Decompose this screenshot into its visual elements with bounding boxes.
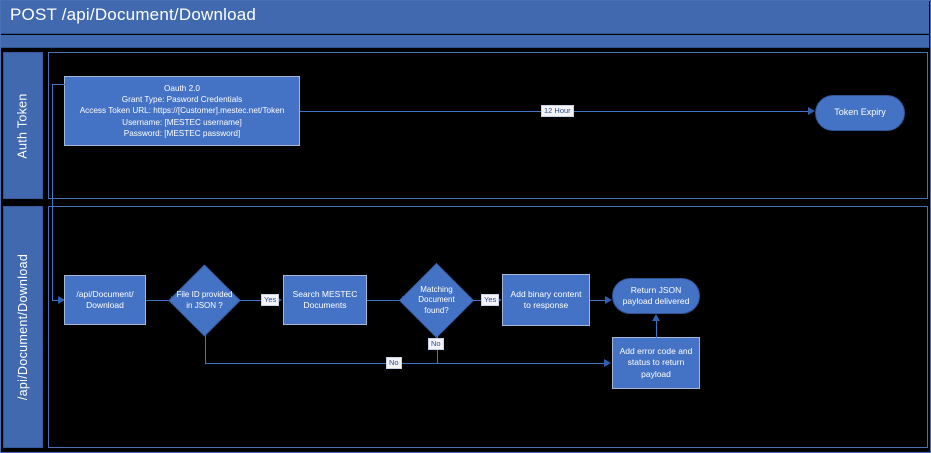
arrow-head-return (605, 296, 612, 304)
arrow-head-expiry (808, 107, 815, 115)
connector-binary-to-return (590, 300, 607, 301)
node-error-line3: payload (641, 368, 671, 379)
node-return-line2: payload delivered (622, 296, 690, 306)
oauth-line-grant-type: Grant Type: Pasword Credentials (121, 95, 243, 105)
oauth-line-password: Password: [MESTEC password] (123, 128, 241, 138)
connector-fileid-yes (230, 300, 280, 301)
node-error-line1: Add error code and (619, 345, 693, 356)
node-match-line1: Matching (420, 284, 453, 294)
node-token-expiry[interactable]: Token Expiry (815, 95, 905, 131)
node-decision-file-id-provided[interactable]: File ID provided in JSON ? (168, 264, 241, 337)
node-oauth-config[interactable]: Oauth 2.0 Grant Type: Pasword Credential… (64, 76, 300, 146)
connector-oauth-exit-h (52, 84, 65, 85)
swimlane-label-api-document-download-text: /api/Document/Download (16, 253, 31, 401)
node-token-expiry-label: Token Expiry (834, 107, 886, 118)
header-subbar (1, 35, 929, 48)
node-return-line1: Return JSON (630, 284, 682, 295)
node-request-line1: /api/Document/ (76, 288, 134, 299)
edge-label-fileid-no: No (386, 357, 402, 369)
node-return-json-payload[interactable]: Return JSON payload delivered (612, 278, 700, 314)
connector-oauth-to-request-v (52, 84, 53, 300)
connector-fileid-no-v (205, 326, 206, 363)
diagram-header-bar (1, 1, 929, 34)
node-error-line2: status to return (627, 357, 685, 368)
edge-label-match-yes: Yes (481, 294, 500, 306)
connector-error-to-return (656, 320, 657, 338)
edge-label-fileid-yes: Yes (261, 294, 280, 306)
page-title: POST /api/Document/Download (10, 5, 257, 24)
oauth-line-title: Oauth 2.0 (164, 84, 200, 94)
node-match-line2: Document (418, 295, 455, 305)
node-request-line2: Download (86, 300, 124, 310)
connector-fileid-no-h (205, 363, 607, 364)
connector-request-to-fileid (146, 300, 173, 301)
node-binary-line1: Add binary content (510, 288, 582, 299)
arrow-head-return-from-error (652, 314, 660, 321)
node-search-line2: Documents (303, 300, 347, 310)
connector-search-to-match (367, 300, 404, 301)
node-fileid-line2: in JSON ? (186, 300, 223, 310)
node-fileid-line1: File ID provided (176, 290, 233, 300)
node-add-binary-content[interactable]: Add binary content to response (502, 274, 590, 326)
connector-oauth-to-request-h (52, 300, 61, 301)
edge-label-12-hour: 12 Hour (541, 105, 574, 117)
oauth-line-username: Username: [MESTEC username] (122, 117, 242, 127)
node-decision-matching-document-found[interactable]: Matching Document found? (399, 263, 474, 338)
edge-label-match-no: No (428, 338, 444, 350)
node-match-line3: found? (424, 305, 449, 315)
swimlane-label-auth-token: Auth Token (3, 52, 43, 199)
swimlane-label-api-document-download: /api/Document/Download (3, 206, 43, 448)
arrow-head-request (58, 296, 65, 304)
swimlane-body-api-document-download (48, 206, 928, 448)
node-search-mestec-documents[interactable]: Search MESTEC Documents (283, 275, 367, 325)
swimlane-label-auth-token-text: Auth Token (16, 92, 31, 159)
node-api-document-download[interactable]: /api/Document/ Download (64, 275, 146, 325)
node-binary-line2: to response (523, 300, 569, 310)
oauth-line-token-url: Access Token URL: https://[Customer].mes… (79, 106, 285, 116)
node-add-error-code[interactable]: Add error code and status to return payl… (612, 337, 700, 389)
node-search-line1: Search MESTEC (292, 288, 358, 299)
arrow-head-error (604, 359, 611, 367)
